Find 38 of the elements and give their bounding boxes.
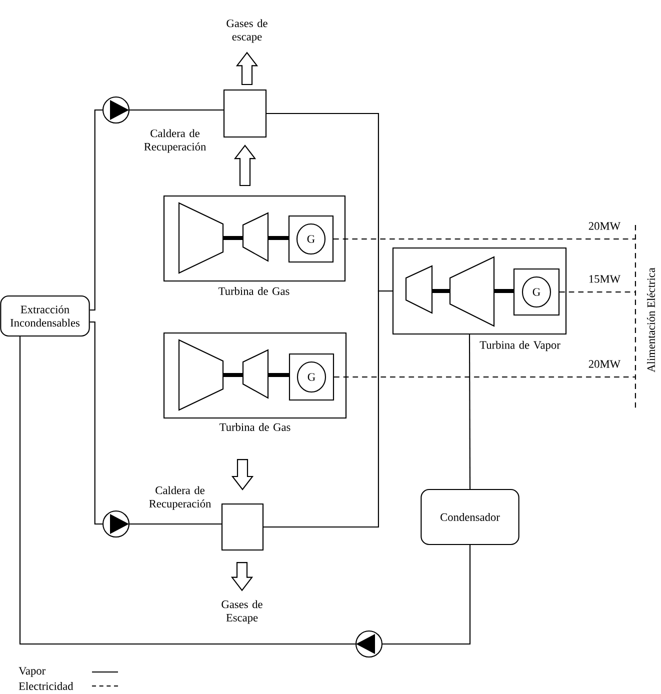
process-box: Condensador xyxy=(420,488,520,546)
node-label: Turbina de Gas xyxy=(218,287,290,295)
exhaust-label: Gases de escape xyxy=(226,19,268,43)
exhaust-arrow xyxy=(230,562,254,592)
pipe-line xyxy=(468,334,471,489)
boiler-box xyxy=(221,503,264,551)
power-line xyxy=(334,376,636,378)
steam-turbine-drawing xyxy=(392,247,567,335)
node-label: Caldera de Recuperación xyxy=(144,129,206,153)
node-label: Caldera de Recuperación xyxy=(149,486,211,510)
legend-text: Vapor xyxy=(18,667,46,677)
pipe-line xyxy=(264,290,392,528)
node-label: Turbina de Vapor xyxy=(480,340,560,352)
pipe-line xyxy=(19,336,356,645)
edge-label: 20MW xyxy=(588,360,620,368)
edge-label: 15MW xyxy=(589,275,620,283)
power-line xyxy=(560,291,636,293)
exhaust-arrow xyxy=(231,459,254,490)
process-box: Extracción Incondensables xyxy=(0,295,90,337)
legend-text: Electricidad xyxy=(18,682,74,690)
pump-symbol xyxy=(355,630,383,658)
power-bus: Alimentación Eléctrica xyxy=(634,225,655,410)
pipe-line xyxy=(130,523,222,525)
exhaust-arrow xyxy=(236,52,258,85)
exhaust-label: Gases de Escape xyxy=(222,600,262,624)
pump-symbol xyxy=(102,96,130,124)
gas-turbine-drawing xyxy=(163,195,346,282)
exhaust-arrow xyxy=(234,144,256,186)
pump-symbol xyxy=(102,510,130,538)
pipe-line xyxy=(90,109,102,311)
node-label: Turbina de Gas xyxy=(220,423,290,431)
boiler-box xyxy=(223,89,267,138)
pipe-line xyxy=(382,545,471,645)
edge-label: 20MW xyxy=(588,222,620,230)
power-line xyxy=(334,238,636,240)
gas-turbine-drawing xyxy=(163,332,347,419)
pipe-line xyxy=(130,109,224,111)
pipe-line xyxy=(90,321,102,525)
